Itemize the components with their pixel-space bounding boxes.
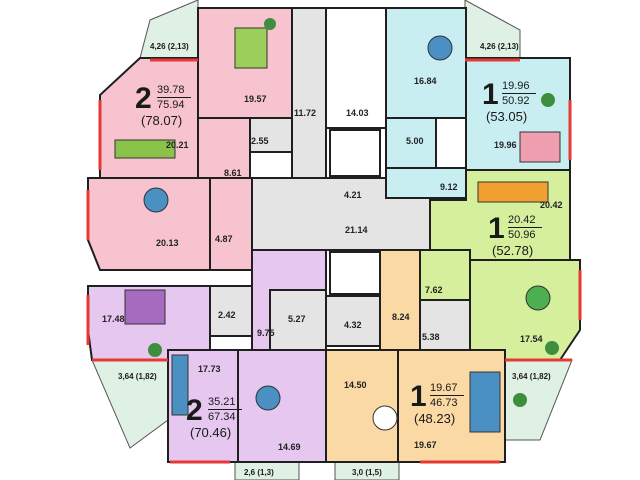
furniture <box>114 18 561 433</box>
apartment-2-rooms <box>385 7 571 199</box>
apartment-4-summary: 2 35.21 67.34 (70.46) <box>186 392 246 442</box>
plant-icon <box>148 343 162 357</box>
apartment-4-rooms <box>87 249 327 463</box>
apartment-5-living-area: 19.67 <box>430 382 458 394</box>
apartment-3-full-area: (52.78) <box>492 243 534 258</box>
plant-icon <box>513 393 527 407</box>
sofa-icon <box>469 371 501 433</box>
sofa-icon <box>114 139 176 159</box>
windows <box>86 58 582 464</box>
plant-icon <box>541 93 555 107</box>
corridor-top <box>291 7 327 179</box>
apartment-4-total-area: 67.34 <box>208 411 236 423</box>
apartment-3-summary: 1 20.42 50.96 (52.78) <box>488 210 548 260</box>
room-area-lift-hall: 4.21 <box>344 190 362 200</box>
a2-kitchen <box>385 7 467 119</box>
apartment-4-divider <box>208 409 242 410</box>
a5-hall <box>379 249 421 351</box>
room-area-a5-kitchen: 14.50 <box>344 380 367 390</box>
balcony-bottom-center-right-label: 3,0 (1,5) <box>352 468 382 477</box>
room-area-a5-bath: 4.32 <box>344 320 362 330</box>
room-area-main-hall: 21.14 <box>345 225 368 235</box>
room-area-a1-bath: 2.55 <box>251 136 269 146</box>
room-area-a1-hall: 8.61 <box>224 168 242 178</box>
a4-bath <box>269 289 327 351</box>
room-area-a5-room: 19.67 <box>414 440 437 450</box>
plant-icon <box>545 341 559 355</box>
dining-table-icon <box>525 285 551 311</box>
room-area-a4-bath: 5.27 <box>288 314 306 324</box>
apartment-3-living-area: 20.42 <box>508 214 536 226</box>
room-area-a2-kitchen: 16.84 <box>414 76 437 86</box>
plant-icon <box>264 18 276 30</box>
room-area-a1-bedroom: 19.57 <box>244 94 267 104</box>
bed-icon <box>234 27 268 69</box>
apartment-2-full-area: (53.05) <box>486 109 528 124</box>
apartment-3-total-area: 50.96 <box>508 229 536 241</box>
apartment-5-summary: 1 19.67 46.73 (48.23) <box>410 378 470 428</box>
balconies <box>91 0 573 480</box>
room-area-a3-hall: 7.62 <box>425 285 443 295</box>
dining-table-icon <box>372 405 398 431</box>
apartment-2-divider <box>502 93 536 94</box>
room-area-a5-hall: 8.24 <box>392 312 410 322</box>
bed-icon <box>124 289 166 325</box>
a3-kitchen <box>469 259 581 361</box>
apartment-5-divider <box>430 395 464 396</box>
apartment-5-full-area: (48.23) <box>414 411 456 426</box>
apartment-5-rooms-count: 1 <box>410 380 427 413</box>
room-area-a1-hall2: 4.87 <box>215 234 233 244</box>
apartment-1-rooms-count: 2 <box>135 82 152 115</box>
dining-table-icon <box>427 35 453 61</box>
a4-kitchen <box>237 349 327 463</box>
room-area-a4-bedroom: 17.48 <box>102 314 125 324</box>
lift <box>329 129 381 177</box>
apartment-3-rooms-count: 1 <box>488 212 505 245</box>
room-area-a2-bath: 5.00 <box>406 136 424 146</box>
apartment-5-total-area: 46.73 <box>430 397 458 409</box>
room-area-corridor-top: 11.72 <box>294 108 317 118</box>
sofa-icon <box>477 181 549 203</box>
a1-hall2 <box>209 177 253 271</box>
dining-table-icon <box>255 385 281 411</box>
room-area-a4-hall: 9.75 <box>257 328 275 338</box>
room-area-a4-kitchen: 14.69 <box>278 442 301 452</box>
apartment-3-divider <box>508 227 542 228</box>
a2-hall <box>385 167 467 199</box>
apartment-1-full-area: (78.07) <box>141 113 183 128</box>
lift-lower <box>329 251 381 295</box>
room-area-a4-living: 17.73 <box>198 364 221 374</box>
balcony-top-right-label: 4,26 (2,13) <box>480 42 519 51</box>
apartment-2-summary: 1 19.96 50.92 (53.05) <box>482 76 542 126</box>
sofa-icon <box>519 131 561 163</box>
apartment-2-living-area: 19.96 <box>502 80 530 92</box>
apartment-2-rooms-count: 1 <box>482 78 499 111</box>
room-area-a2-hall: 9.12 <box>440 182 458 192</box>
room-area-a1-kitchen: 20.13 <box>156 238 179 248</box>
apartment-1-summary: 2 39.78 75.94 (78.07) <box>135 80 195 130</box>
stair <box>325 7 387 129</box>
apartment-4-living-area: 35.21 <box>208 396 236 408</box>
sofa-icon <box>171 354 189 416</box>
apartment-4-rooms-count: 2 <box>186 394 203 427</box>
apartment-1-living-area: 39.78 <box>157 84 185 96</box>
a1-bath <box>249 117 293 153</box>
room-area-a3-kitchen: 17.54 <box>520 334 543 344</box>
room-area-a3-bath: 5.38 <box>422 332 440 342</box>
apartment-1-divider <box>157 97 191 98</box>
balcony-bottom-center-left-label: 2,6 (1,3) <box>244 468 274 477</box>
room-area-a2-room: 19.96 <box>494 140 517 150</box>
room-area-stair: 14.03 <box>346 108 369 118</box>
apartment-1-total-area: 75.94 <box>157 99 185 111</box>
balcony-bottom-left-label: 3,64 (1,82) <box>118 372 157 381</box>
apartment-4-full-area: (70.46) <box>190 425 232 440</box>
room-area-a3-room: 20.42 <box>540 200 563 210</box>
apartment-2-total-area: 50.92 <box>502 95 530 107</box>
balcony-top-left-label: 4,26 (2,13) <box>150 42 189 51</box>
room-area-a4-wc: 2.42 <box>218 310 236 320</box>
dining-table-icon <box>143 187 169 213</box>
room-area-a1-living: 20.21 <box>166 140 189 150</box>
balcony-bottom-right-label: 3,64 (1,82) <box>512 372 551 381</box>
